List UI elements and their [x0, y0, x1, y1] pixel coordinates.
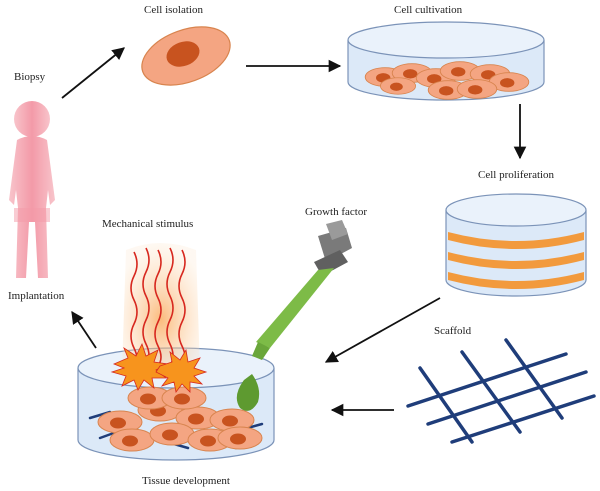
flow-arrows	[61, 47, 527, 417]
label-cell-cultivation: Cell cultivation	[394, 4, 463, 16]
label-tissue-development: Tissue development	[142, 475, 230, 487]
label-mechanical-stimulus: Mechanical stimulus	[102, 218, 193, 230]
label-cell-isolation: Cell isolation	[144, 4, 203, 16]
arrow-biopsy-to-isolation	[61, 47, 125, 99]
person-icon	[9, 101, 55, 278]
label-implantation: Implantation	[8, 290, 65, 302]
petri-dish-icon	[347, 21, 545, 101]
arrow-tissue-to-implantation	[71, 310, 97, 349]
arrow-proliferation-to-tissue	[324, 297, 441, 363]
dropper-icon	[236, 220, 352, 411]
scaffold-mesh-icon	[406, 338, 596, 444]
label-biopsy: Biopsy	[14, 71, 46, 83]
isolated-cell-icon	[141, 26, 231, 86]
stimulus-waves-icon	[110, 243, 208, 393]
stacked-culture-icon	[445, 193, 587, 297]
label-growth-factor: Growth factor	[305, 206, 367, 218]
label-scaffold: Scaffold	[434, 325, 472, 337]
label-cell-proliferation: Cell proliferation	[478, 169, 555, 181]
